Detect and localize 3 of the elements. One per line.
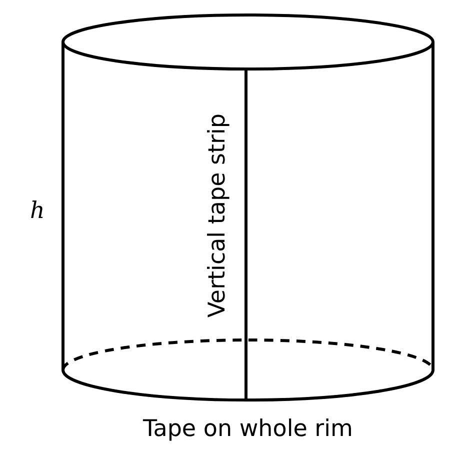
rim-label: Tape on whole rim bbox=[143, 418, 353, 441]
strip-label: Vertical tape strip bbox=[206, 112, 230, 318]
height-label: h bbox=[30, 200, 45, 223]
